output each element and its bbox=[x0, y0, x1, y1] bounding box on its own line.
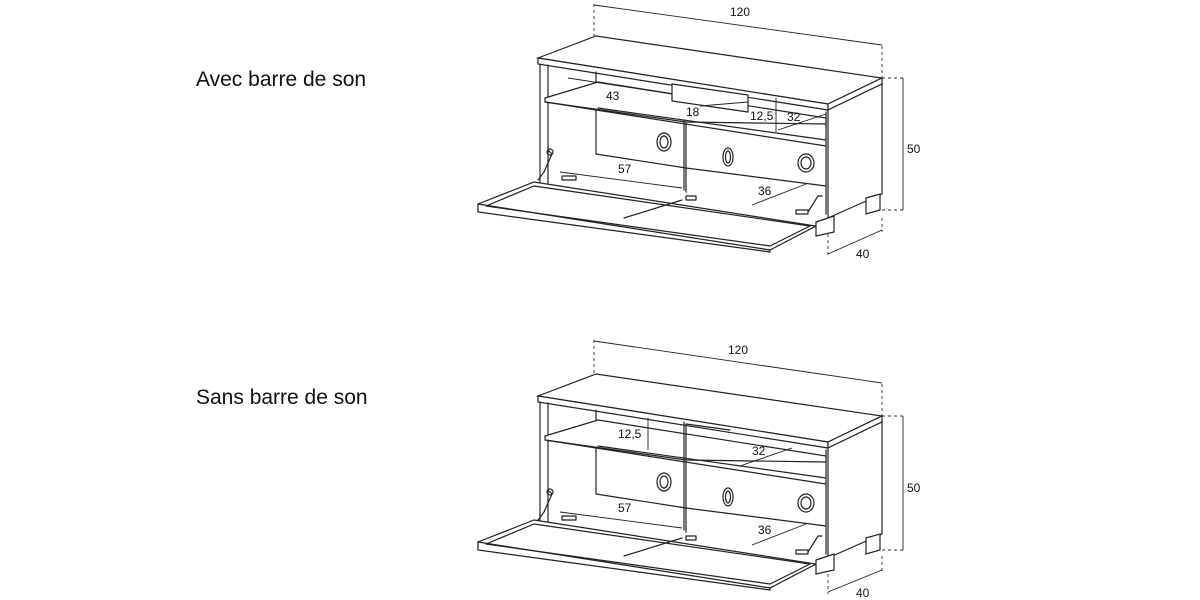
hinge-left bbox=[537, 149, 553, 181]
width-dimension-label: 120 bbox=[728, 343, 748, 357]
shelf-depth-label: 32 bbox=[752, 444, 766, 458]
shelf-gap-label: 12,5 bbox=[750, 109, 774, 123]
depth-dimension-line bbox=[827, 229, 883, 255]
width-dimension-line bbox=[593, 4, 883, 46]
inner-left-depth-label: 57 bbox=[618, 162, 632, 176]
soundbar-width-label: 43 bbox=[606, 89, 620, 103]
inner-right-depth-label: 36 bbox=[758, 523, 772, 537]
cable-hole bbox=[656, 472, 672, 492]
soundbar-height-label: 18 bbox=[686, 105, 700, 119]
height-dimension-label: 50 bbox=[907, 481, 921, 495]
soundbar-slot bbox=[671, 83, 749, 113]
cable-hole bbox=[656, 132, 672, 152]
inner-left-depth-label: 57 bbox=[618, 501, 632, 515]
shelf-depth-label: 32 bbox=[787, 110, 801, 124]
cabinet-foot-left bbox=[815, 215, 835, 237]
depth-dimension-label: 40 bbox=[856, 247, 870, 261]
shelf-gap-label: 12,5 bbox=[618, 427, 642, 441]
depth-dimension-label: 40 bbox=[856, 586, 870, 600]
cabinet-foot-left bbox=[815, 553, 835, 575]
hinge-left bbox=[537, 489, 553, 521]
depth-dimension-line bbox=[827, 569, 883, 593]
variant-label-with-soundbar: Avec barre de son bbox=[196, 68, 367, 91]
furniture-drawing-without-soundbar: 120 50 40 bbox=[477, 340, 921, 600]
height-dimension-label: 50 bbox=[907, 142, 921, 156]
cabinet-foot-right bbox=[865, 533, 881, 555]
cabinet-foot-right bbox=[865, 193, 881, 215]
width-dimension-label: 120 bbox=[730, 5, 750, 19]
width-dimension-line bbox=[593, 340, 883, 384]
furniture-drawing-with-soundbar: 120 50 40 bbox=[477, 4, 921, 261]
variant-label-without-soundbar: Sans barre de son bbox=[196, 386, 368, 409]
inner-right-depth-label: 36 bbox=[758, 184, 772, 198]
